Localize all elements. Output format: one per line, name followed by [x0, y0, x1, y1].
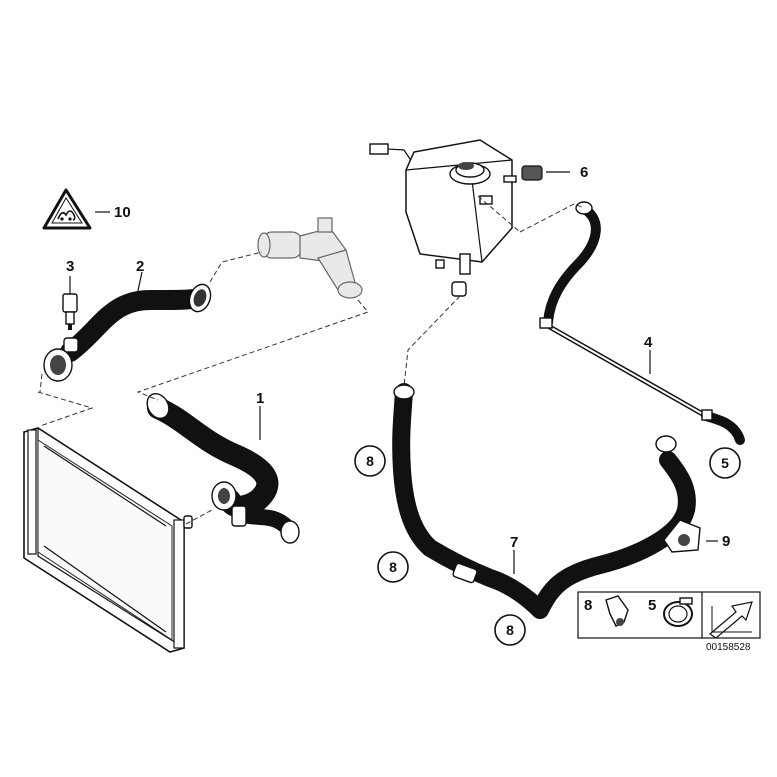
callout-4: 4	[644, 334, 653, 351]
callout-3: 3	[66, 258, 74, 275]
callout-8b-circled: 8	[377, 551, 409, 583]
expansion-tank	[369, 139, 517, 297]
legend-label-8: 8	[584, 597, 592, 614]
callout-8a-circled: 8	[354, 445, 386, 477]
callout-2: 2	[136, 258, 144, 275]
hose-1	[146, 392, 300, 544]
callout-8c-circled: 8	[494, 614, 526, 646]
temperature-sensor	[62, 293, 78, 330]
callout-1: 1	[256, 390, 264, 407]
thermostat-housing	[257, 217, 363, 299]
hose-4	[539, 201, 745, 445]
arrow-icon	[709, 601, 753, 639]
callout-8b: 8	[389, 559, 397, 575]
radiator	[23, 427, 193, 653]
coolant-warning-icon	[42, 188, 92, 230]
clip-9	[663, 519, 701, 553]
callout-7: 7	[510, 534, 518, 551]
callout-5: 5	[721, 455, 729, 471]
hose-clamp-5-symbol	[663, 597, 693, 627]
callout-5-circled: 5	[709, 447, 741, 479]
callout-8a: 8	[366, 453, 374, 469]
hose-7	[392, 383, 696, 619]
drawing-number: 00158528	[706, 642, 751, 653]
callout-9: 9	[722, 533, 730, 550]
hose-2	[43, 283, 212, 382]
plug-6	[521, 165, 543, 181]
callout-8c: 8	[506, 622, 514, 638]
legend-label-5: 5	[648, 597, 656, 614]
callout-10: 10	[114, 204, 131, 221]
legend-box: 8 5	[577, 591, 761, 639]
callout-6: 6	[580, 164, 588, 181]
clip-8-symbol	[605, 595, 629, 627]
